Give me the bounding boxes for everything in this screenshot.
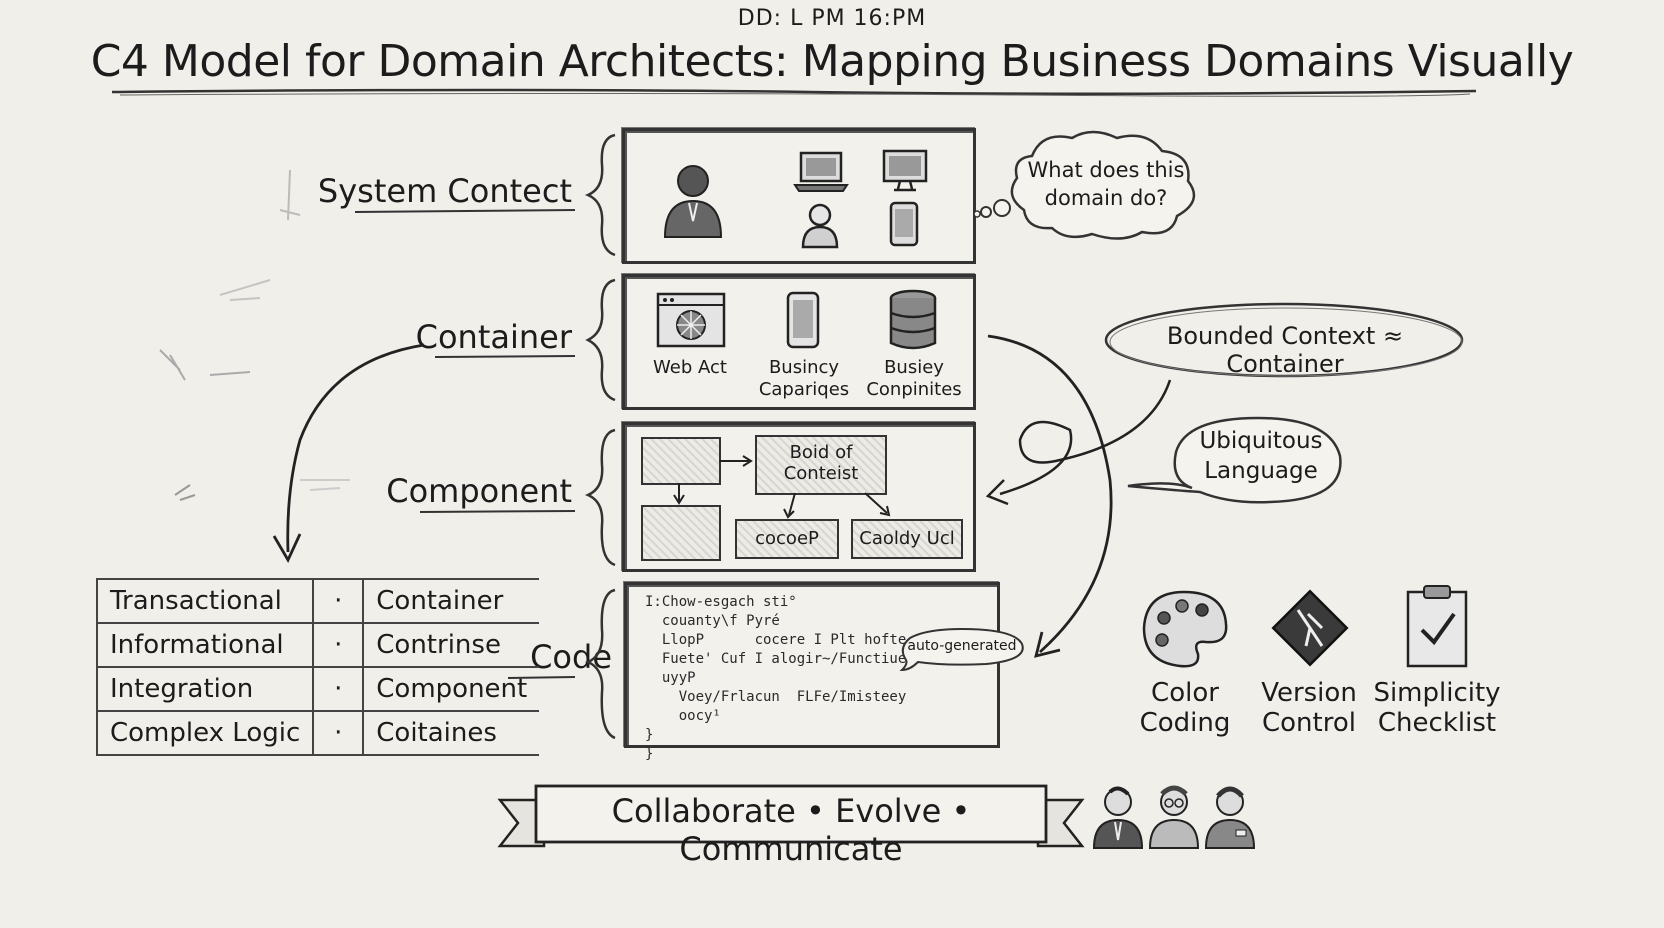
mobile-app-icon — [786, 291, 820, 349]
bounded-context-label: Bounded Context ≈ Container — [1166, 322, 1404, 378]
table-cell-type: Complex Logic — [95, 710, 315, 756]
team-people-icon — [1092, 785, 1256, 849]
code-listing: I:Chow-esgach sti° couanty\f Pyré LlopP … — [645, 593, 915, 764]
thought-bubble-line-1: What does this — [1027, 158, 1185, 182]
container-item-1-line-1: Web Act — [653, 357, 727, 378]
container-item-3-line-2: Conpinites — [866, 379, 962, 400]
level-label-system-context: System Contect — [317, 172, 572, 210]
container-box: Web Act Busincy Capariqes Busiey Conpini… — [622, 274, 976, 410]
component-bottom-right-label: Caoldy Ucl — [859, 528, 955, 549]
component-arrows — [673, 455, 891, 519]
ribbon-banner — [497, 784, 1085, 848]
component-center-line-2: Conteist — [783, 463, 859, 484]
table-cell-level: Coitaines — [362, 710, 540, 756]
table-cell-separator: · — [312, 666, 365, 712]
table-row: Integration · Component — [95, 666, 540, 712]
sketch-smudges — [159, 169, 350, 501]
component-box: Boid of Conteist cocoeP Caoldy Ucl — [622, 422, 976, 572]
tool-label-line-2: Control — [1262, 708, 1356, 738]
person-suit-icon — [1092, 786, 1144, 849]
bounded-context-ellipse — [1104, 302, 1464, 378]
code-line: oocy¹ — [645, 708, 721, 724]
table-row: Informational · Contrinse — [95, 622, 540, 668]
table-cell-level: Contrinse — [362, 622, 540, 668]
clipboard-check-icon — [1406, 585, 1468, 668]
table-cell-level: Container — [362, 578, 540, 624]
table-cell-separator: · — [312, 710, 365, 756]
auto-generated-bubble — [899, 627, 1024, 672]
database-icon — [889, 289, 937, 350]
tool-label-simplicity-checklist: Simplicity Checklist — [1362, 678, 1512, 738]
title-underline — [111, 88, 1477, 97]
code-line: couanty\f Pyré — [645, 613, 780, 629]
table-cell-type: Informational — [95, 622, 315, 668]
code-line: LlopP cocere I Plt hofte — [645, 632, 907, 648]
tool-label-line-1: Version — [1261, 678, 1357, 708]
timestamp-label: DD: L PM 16:PM — [737, 6, 927, 31]
code-line: Voey/Frlacun FLFe/Imisteey — [645, 689, 907, 705]
user-icon — [801, 203, 839, 249]
table-cell-separator: · — [312, 622, 365, 668]
tool-label-line-2: Checklist — [1377, 708, 1497, 738]
container-item-web-app-label: Web Act — [635, 357, 745, 379]
banner-text: Collaborate • Evolve • Communicate — [611, 792, 971, 868]
table-cell-type: Integration — [95, 666, 315, 712]
table-cell-separator: · — [312, 578, 365, 624]
component-block-center: Boid of Conteist — [755, 435, 887, 495]
table-row: Complex Logic · Coitaines — [95, 710, 540, 756]
thought-bubble — [973, 130, 1196, 240]
code-line: I:Chow-esgach sti° — [645, 594, 797, 610]
label-underlines-and-braces — [354, 133, 616, 740]
person-glasses-icon — [1148, 785, 1200, 849]
git-icon — [1271, 589, 1349, 667]
auto-generated-label: auto-generated — [907, 638, 1017, 654]
table-cell-level: Component — [362, 666, 540, 712]
code-line: Fuete' Cuf I alogir~/Functiues — [645, 651, 915, 667]
tool-label-version-control: Version Control — [1234, 678, 1384, 738]
component-block-bottom-left — [641, 505, 721, 561]
speech-bubble-line-2: Language — [1204, 458, 1318, 484]
speech-bubble-line-1: Ubiquitous — [1199, 428, 1323, 454]
table-row: Transactional · Container — [95, 578, 540, 624]
container-item-database-label: Busiey Conpinites — [859, 357, 969, 401]
person-suit-icon — [663, 165, 723, 238]
tool-label-line-2: Coding — [1139, 708, 1231, 738]
container-item-2-line-1: Busincy — [768, 357, 840, 378]
code-line: } — [645, 746, 654, 762]
web-app-icon — [656, 292, 726, 348]
person-casual-icon — [1204, 786, 1256, 849]
tool-label-line-1: Color — [1151, 678, 1219, 708]
level-label-component: Component — [386, 472, 572, 510]
thought-bubble-text: What does this domain do? — [1026, 156, 1186, 212]
desktop-monitor-icon — [882, 149, 928, 192]
code-line: uyyP — [645, 670, 696, 686]
system-context-box — [622, 128, 976, 264]
table-cell-type: Transactional — [95, 578, 315, 624]
component-block-bottom-mid: cocoeP — [735, 519, 839, 559]
component-block-top-left — [641, 437, 721, 485]
tool-label-color-coding: Color Coding — [1110, 678, 1260, 738]
mapping-table: Transactional · Container Informational … — [95, 578, 540, 756]
laptop-icon — [793, 151, 849, 192]
palette-icon — [1142, 590, 1228, 668]
level-label-container: Container — [415, 318, 572, 356]
container-item-mobile-label: Busincy Capariqes — [749, 357, 859, 401]
mapping-table-wrapper: Transactional · Container Informational … — [95, 578, 540, 756]
component-bottom-mid-label: cocoeP — [755, 528, 819, 549]
page-title: C4 Model for Domain Architects: Mapping … — [90, 36, 1574, 87]
mobile-phone-icon — [889, 201, 919, 247]
container-item-2-line-2: Capariqes — [758, 379, 850, 400]
tool-label-line-1: Simplicity — [1373, 678, 1501, 708]
thought-bubble-line-2: domain do? — [1044, 186, 1168, 210]
code-line: } — [645, 727, 654, 743]
container-item-3-line-1: Busiey — [884, 357, 944, 378]
code-box: I:Chow-esgach sti° couanty\f Pyré LlopP … — [624, 582, 1000, 762]
component-block-bottom-right: Caoldy Ucl — [851, 519, 963, 559]
speech-bubble — [1127, 416, 1342, 504]
speech-bubble-text: Ubiquitous Language — [1186, 426, 1336, 486]
component-center-line-1: Boid of — [789, 442, 853, 463]
